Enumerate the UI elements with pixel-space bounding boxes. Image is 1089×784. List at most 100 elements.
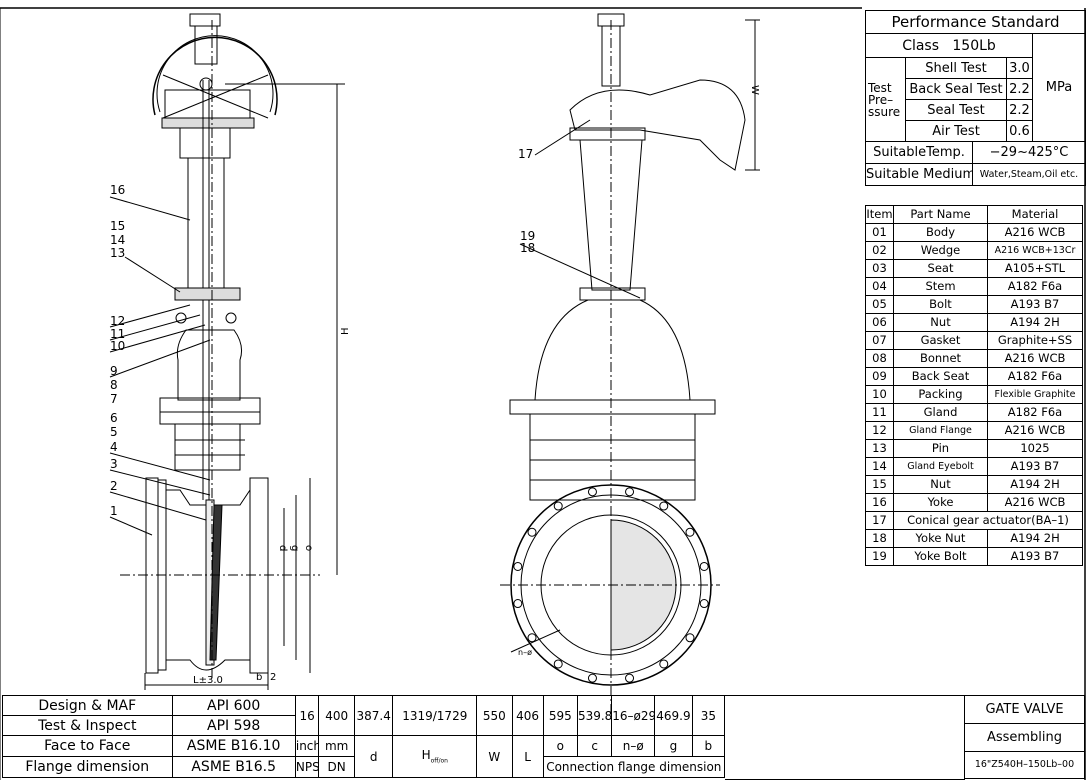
part-material: A182 F6a — [987, 277, 1083, 296]
part-material: A182 F6a — [987, 367, 1083, 386]
drawing-name: GATE VALVE — [964, 695, 1085, 724]
part-material: Flexible Graphite — [987, 385, 1083, 404]
standard-value: ASME B16.5 — [171, 756, 296, 778]
part-item: 18 — [865, 529, 894, 548]
part-material: A194 2H — [987, 529, 1083, 548]
part-material: A216 WCB — [987, 421, 1083, 440]
part-material: A216 WCB+13Cr — [987, 241, 1083, 260]
bolt-hole — [659, 501, 669, 511]
part-item: 01 — [865, 223, 894, 242]
part-name: Nut — [893, 475, 988, 494]
part-name: Yoke Bolt — [893, 547, 988, 566]
dim-n: 16–ø29 — [611, 695, 656, 736]
part-item: 05 — [865, 295, 894, 314]
right-exterior-view — [500, 13, 760, 720]
part-name: Wedge — [893, 241, 988, 260]
title-block: GATE VALVE Assembling 16"Z540H–150Lb–00 — [964, 695, 1085, 779]
dim-dn: 400 — [318, 695, 355, 736]
header-item: Item — [865, 205, 894, 224]
callout-12: 12 — [110, 314, 125, 328]
performance-standard-table: Performance Standard Class 150Lb MPa Tes… — [865, 10, 1086, 186]
symbol-c: c — [576, 735, 613, 757]
label-nps: NPS — [294, 756, 320, 778]
bottom-blank-area — [725, 695, 965, 780]
dim-nps: 16 — [294, 695, 320, 736]
symbol-b: b — [691, 735, 726, 757]
bolt-hole — [699, 599, 709, 609]
part-material: A216 WCB — [987, 493, 1083, 512]
callout-13: 13 — [110, 246, 125, 260]
dim-b: 35 — [691, 695, 726, 736]
callout-15: 15 — [110, 219, 125, 233]
dim-label-b: b — [256, 672, 262, 683]
dim-g: 469.9 — [654, 695, 693, 736]
medium-label: Suitable Medium — [865, 163, 973, 186]
part-material: A193 B7 — [987, 457, 1083, 476]
symbol-d: d — [353, 735, 394, 778]
callout-11: 11 — [110, 327, 125, 341]
part-material: A193 B7 — [987, 547, 1083, 566]
part-item: 12 — [865, 421, 894, 440]
drawing-type: Assembling — [964, 723, 1085, 752]
callout-14: 14 — [110, 233, 125, 247]
part-material: A216 WCB — [987, 223, 1083, 242]
callout-9: 9 — [110, 364, 118, 378]
part-item: 02 — [865, 241, 894, 260]
test-name: Back Seal Test — [905, 78, 1007, 100]
symbol-o: o — [542, 735, 578, 757]
dim-label-l: L±3.0 — [193, 675, 223, 686]
part-material: A216 WCB — [987, 349, 1083, 368]
part-item: 14 — [865, 457, 894, 476]
part-name: Bonnet — [893, 349, 988, 368]
part-name: Gasket — [893, 331, 988, 350]
standard-label: Design & MAF — [2, 695, 173, 716]
temp-value: −29~425°C — [972, 141, 1086, 164]
callout-19: 19 — [520, 229, 535, 243]
part-item: 19 — [865, 547, 894, 566]
standard-value: API 600 — [171, 695, 296, 716]
part-name: Bolt — [893, 295, 988, 314]
part-material: A105+STL — [987, 259, 1083, 278]
part-material: A193 B7 — [987, 295, 1083, 314]
dim-d: 387.4 — [353, 695, 394, 736]
bolt-hole — [659, 659, 669, 669]
part-name: Conical gear actuator(BA–1) — [893, 511, 1083, 530]
part-item: 15 — [865, 475, 894, 494]
part-material: 1025 — [987, 439, 1083, 458]
callout-16: 16 — [110, 183, 125, 197]
bolt-hole — [685, 527, 695, 537]
part-name: Gland — [893, 403, 988, 422]
part-name: Packing — [893, 385, 988, 404]
medium-value: Water,Steam,Oil etc. — [972, 163, 1086, 186]
symbol-n: n–ø — [611, 735, 656, 757]
callout-3: 3 — [110, 457, 118, 471]
part-name: Gland Flange — [893, 421, 988, 440]
test-value: 2.2 — [1006, 78, 1033, 100]
callout-4: 4 — [110, 440, 118, 454]
bolt-hole — [587, 673, 597, 683]
dim-w: 550 — [476, 695, 513, 736]
symbol-w: W — [476, 735, 513, 778]
left-section-view — [109, 13, 345, 690]
bolt-hole — [553, 501, 563, 511]
test-value: 2.2 — [1006, 99, 1033, 121]
test-name: Shell Test — [905, 57, 1007, 79]
callout-17: 17 — [518, 147, 533, 161]
symbol-g: g — [654, 735, 693, 757]
bolt-hole — [527, 633, 537, 643]
dim-o: 595 — [542, 695, 578, 736]
